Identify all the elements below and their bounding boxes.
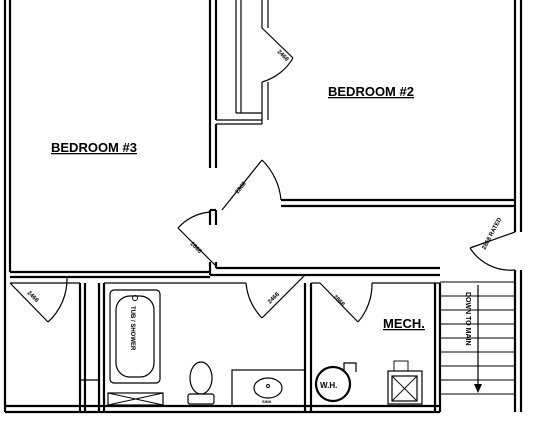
bedroom2-walls (208, 0, 515, 208)
room-label-bedroom2: BEDROOM #2 (328, 84, 414, 99)
tub-label: TUB / SHOWER (129, 306, 135, 351)
stair-label: DOWN TO MAIN (464, 292, 471, 346)
door-tag-bed3-closet: 2468 (26, 290, 40, 304)
tub-shower: TUB / SHOWER (109, 289, 161, 384)
vanity-sink: SINK (231, 369, 306, 407)
door-bed2-closet: 2468 (261, 27, 294, 83)
door-tag-bath-entry: 2468 (267, 291, 281, 305)
door-tag-stair-rated: 2868 RATED (481, 216, 503, 251)
room-label-bedroom3: BEDROOM #3 (51, 140, 137, 155)
door-stair-rated: 2868 RATED (469, 216, 516, 271)
hall-walls (10, 208, 440, 279)
water-heater-label: W.H. (320, 381, 337, 390)
door-bath-entry: 2468 (245, 274, 306, 319)
stair-treads: DOWN TO MAIN (440, 281, 515, 395)
room-label-mech: MECH. (383, 316, 425, 331)
door-bed3-closet: 2468 (9, 276, 68, 323)
door-tag-mech-entry: 2868 (332, 294, 346, 308)
linen-shelf (107, 392, 164, 406)
door-bed2-entry: 2868 (221, 159, 282, 211)
door-tag-bed2-closet: 2468 (276, 49, 290, 63)
sink-label: SINK (262, 399, 272, 404)
lower-room-walls (3, 272, 442, 414)
door-tag-bed3-entry: 2868 (189, 241, 203, 255)
furnace (387, 360, 423, 405)
exterior-walls (3, 0, 523, 412)
door-tag-bed2-entry: 2868 (235, 180, 248, 195)
toilet (187, 361, 215, 405)
door-mech-entry: 2868 (319, 282, 373, 323)
water-heater: W.H. (314, 362, 357, 403)
